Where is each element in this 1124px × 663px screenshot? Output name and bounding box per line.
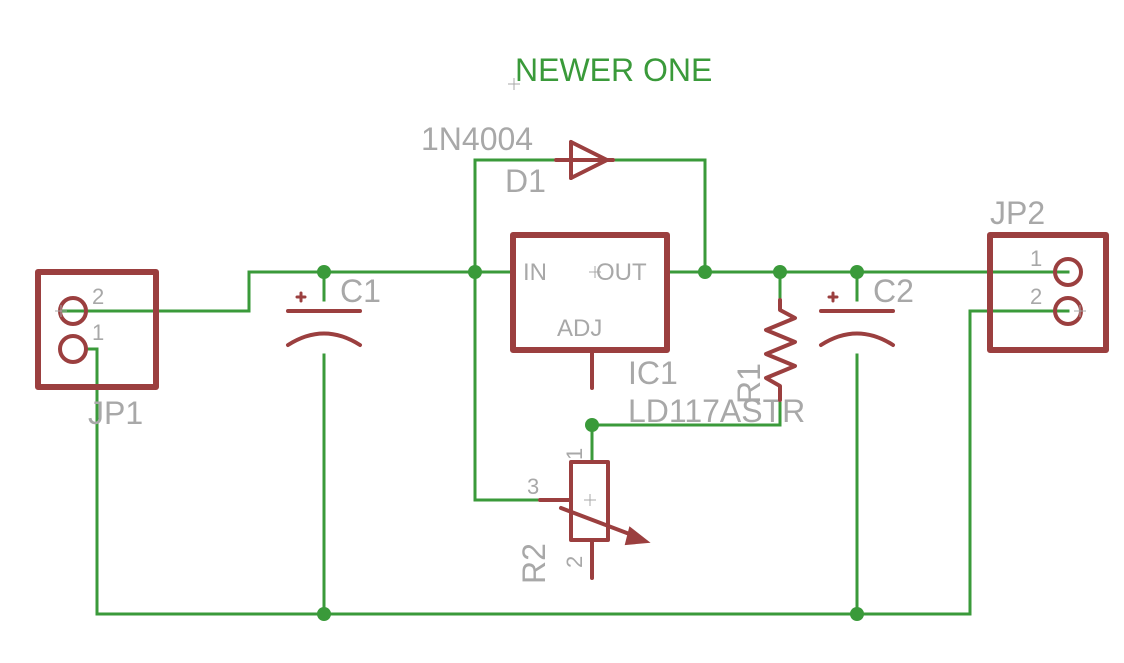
r1-name-label: R1: [731, 363, 767, 404]
junction-c1-top: [317, 265, 331, 279]
c2-plate-bottom: [819, 331, 895, 347]
jp1-connector[interactable]: 2 1 JP1: [35, 269, 159, 431]
jp1-pin2-label: 2: [92, 284, 104, 309]
jp1-body: [35, 269, 159, 390]
r1-zigzag: [764, 298, 797, 402]
jp1-name-label: JP1: [88, 395, 143, 431]
jp2-body: [987, 232, 1109, 353]
wire-jp1-pin1-down: [85, 347, 99, 616]
c2-name-label: C2: [873, 273, 914, 309]
d1-value-label: 1N4004: [421, 121, 533, 157]
wire-jp1-to-input-rail: [60, 270, 515, 313]
junction-output-node: [698, 265, 712, 279]
wire-adj-to-r1: [590, 398, 782, 427]
r2-name-label: R2: [516, 543, 552, 584]
wire-diode-anode: [473, 158, 558, 274]
jp2-pin1-label: 1: [1030, 246, 1042, 271]
junction-c2-top: [850, 265, 864, 279]
r1-resistor[interactable]: R1: [731, 298, 797, 404]
c1-capacitor[interactable]: C1: [286, 273, 381, 347]
jp1-pin1-label: 1: [92, 320, 104, 345]
wires: [60, 158, 1070, 616]
title-group: NEWER ONE: [508, 52, 712, 90]
jp1-pin1-pad: [58, 334, 88, 364]
wire-diode-cathode: [611, 158, 707, 274]
jp2-pin1-pad: [1053, 257, 1083, 287]
ic1-pin-out-label: OUT: [596, 259, 647, 286]
d1-diode[interactable]: 1N4004 D1: [421, 121, 615, 199]
wire-jp2-pin2-down: [968, 309, 1070, 616]
junction-c2-ground: [850, 607, 864, 621]
d1-name-label: D1: [505, 163, 546, 199]
c1-name-label: C1: [340, 273, 381, 309]
junction-c1-ground: [317, 607, 331, 621]
r2-potentiometer[interactable]: 1 2 3 R2: [516, 448, 651, 584]
jp2-connector[interactable]: 1 2 JP2: [987, 195, 1109, 353]
ic1-pin-adj-label: ADJ: [557, 315, 602, 342]
junctions: [317, 265, 864, 621]
wire-input-to-r2-wiper: [473, 270, 542, 502]
ic1-value-label: LD117ASTR: [628, 393, 805, 429]
jp2-name-label: JP2: [990, 195, 1045, 231]
jp2-pin2-label: 2: [1030, 284, 1042, 309]
junction-adj-node: [585, 418, 599, 432]
junction-input-node: [468, 265, 482, 279]
r2-pin1-label: 1: [562, 448, 587, 460]
c1-plate-bottom: [286, 331, 362, 347]
r2-arrow-shaft: [559, 506, 642, 540]
r2-pin3-label: 3: [527, 474, 539, 499]
ic1-name-label: IC1: [628, 355, 678, 391]
ic1-pin-in-label: IN: [523, 259, 547, 286]
junction-r1-top: [773, 265, 787, 279]
r2-arrow-head: [624, 526, 651, 546]
c2-capacitor[interactable]: C2: [819, 273, 914, 347]
ic1-regulator[interactable]: IN OUT ADJ IC1 LD117ASTR: [510, 232, 805, 429]
r2-pin2-label: 2: [562, 556, 587, 568]
title-text: NEWER ONE: [515, 52, 712, 88]
